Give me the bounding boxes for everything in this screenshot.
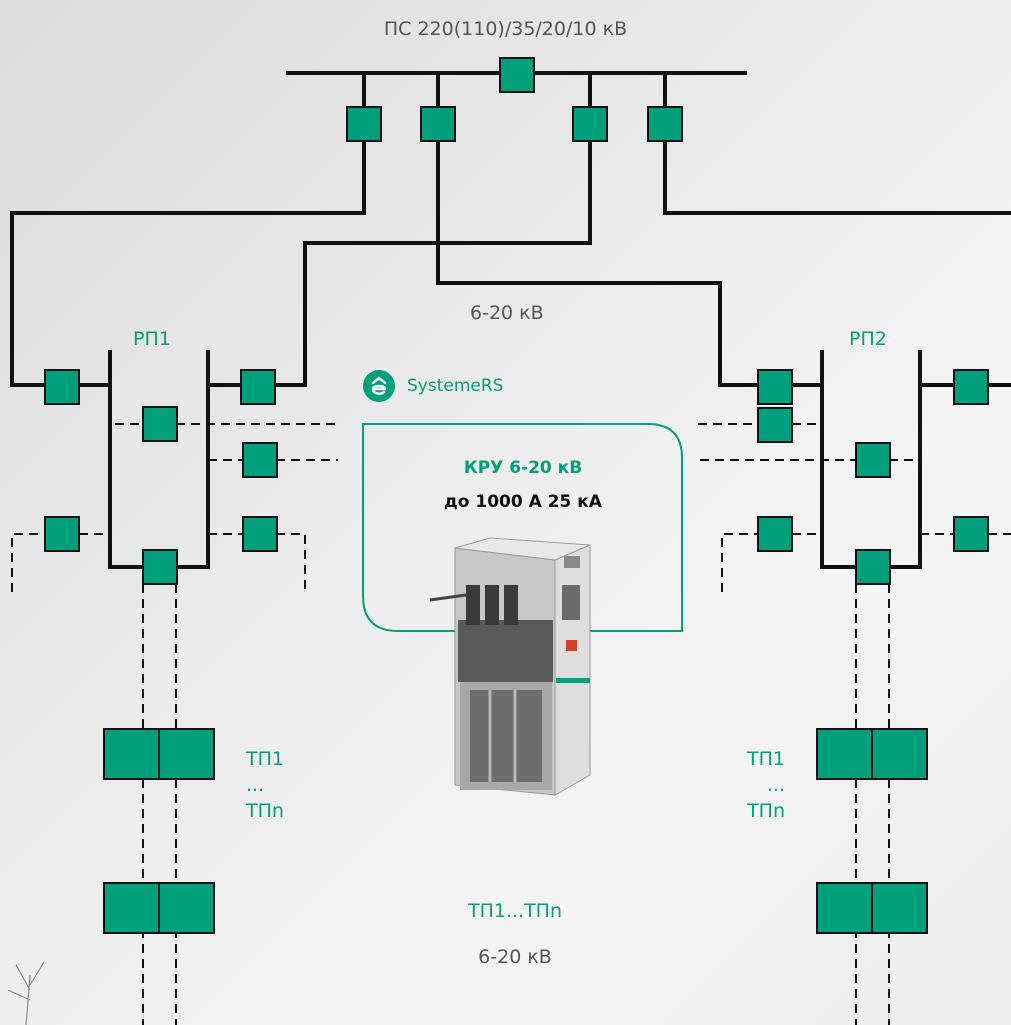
rp1-breaker-left-in — [44, 369, 80, 405]
rp2-breaker-left-2 — [757, 407, 793, 443]
tp-left-labels: ТП1 ... ТПn — [246, 746, 284, 824]
feeder-breaker-1 — [346, 106, 382, 142]
tp-right-last: ТПn — [747, 800, 785, 822]
rp2-breaker-left-in — [757, 369, 793, 405]
rp2-breaker-mid — [855, 442, 891, 478]
feeder-breaker-2 — [420, 106, 456, 142]
rp1-breaker-right-in — [240, 369, 276, 405]
tp-right-ellipsis: ... — [766, 774, 785, 796]
tp-right-labels: ТП1 ... ТПn — [690, 746, 785, 824]
transformer-substations — [103, 728, 928, 934]
switchgear-cabinet-image — [429, 537, 591, 796]
rp1-breaker-bottom — [142, 549, 178, 585]
tp-right-first: ТП1 — [747, 748, 785, 770]
bottom-voltage-label: 6-20 кВ — [478, 946, 552, 968]
rp1-breaker-right — [242, 442, 278, 478]
tp-left-ellipsis: ... — [246, 774, 265, 796]
dashed-lines — [11, 423, 1011, 1025]
brand-logo-block: SystemeRS — [363, 370, 503, 402]
rp2-label: РП2 — [849, 328, 887, 350]
systemers-logo-icon — [363, 370, 395, 402]
kru-callout-frame — [362, 423, 683, 632]
feeder-breaker-4 — [647, 106, 683, 142]
rp1-label: РП1 — [133, 328, 171, 350]
feeder-breaker-3 — [572, 106, 608, 142]
plant-sketch-decoration — [7, 961, 45, 1025]
rp1-breaker-mid — [142, 406, 178, 442]
rp1-breaker-left-out — [44, 516, 80, 552]
brand-name: SystemeRS — [407, 376, 504, 396]
main-bus-breaker — [499, 57, 535, 93]
kru-title: КРУ 6-20 кВ — [463, 458, 583, 478]
tp-left-last: ТПn — [246, 800, 284, 822]
rp1-breaker-right-out — [242, 516, 278, 552]
tp-range-label: ТП1...ТПn — [467, 900, 563, 922]
rp2-breaker-right-out — [953, 516, 989, 552]
kru-spec: до 1000 А 25 кА — [444, 492, 602, 512]
feeder-voltage-label: 6-20 кВ — [470, 302, 544, 324]
rp2-breaker-left-out — [757, 516, 793, 552]
rp2-breaker-right-in — [953, 369, 989, 405]
breakers — [44, 57, 989, 585]
tp-left-first: ТП1 — [246, 748, 284, 770]
header-title: ПС 220(110)/35/20/10 кВ — [383, 18, 628, 40]
rp2-breaker-bottom — [855, 549, 891, 585]
